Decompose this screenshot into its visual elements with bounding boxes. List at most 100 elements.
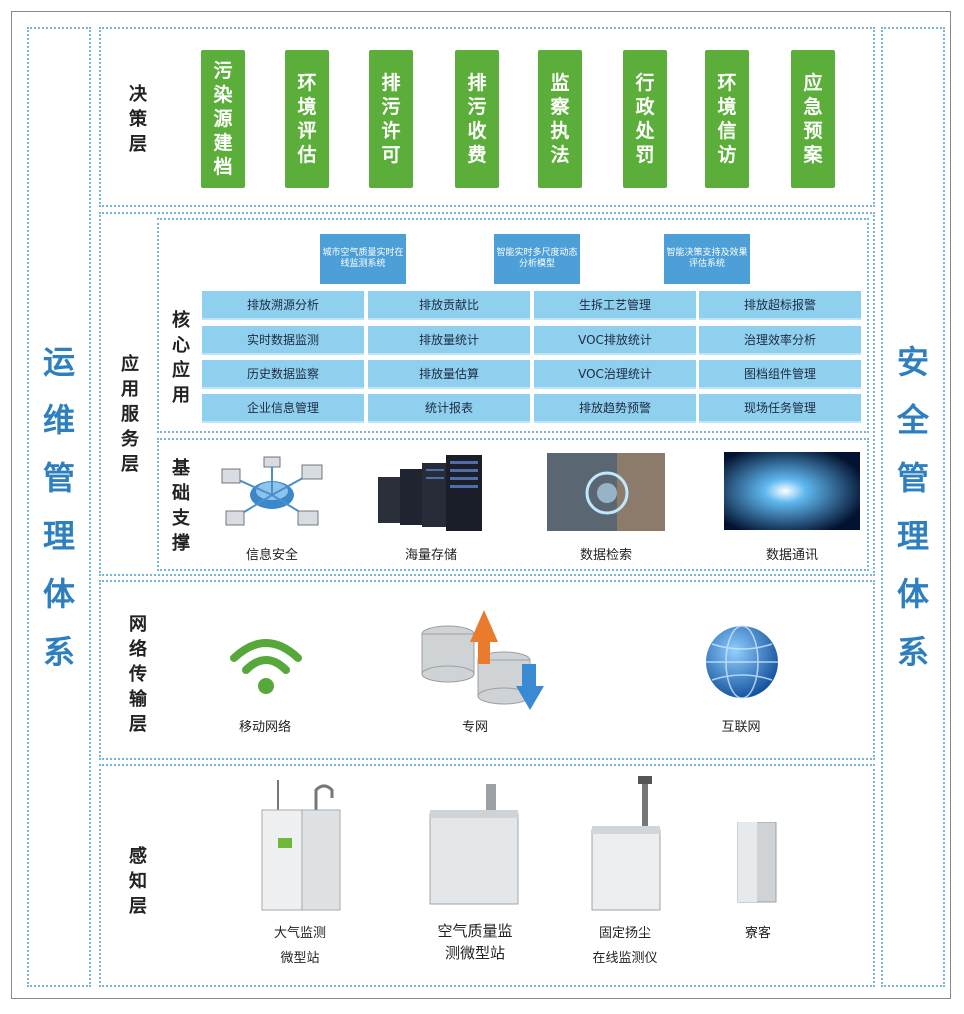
base-support-label: 基础支撑: [166, 456, 196, 556]
mass-storage-icon: [378, 455, 482, 531]
core-app-cell[interactable]: 生拆工艺管理: [534, 291, 696, 320]
sense-caption-air-quality-line2: 测微型站: [444, 944, 505, 962]
decision-button-3[interactable]: 排污许可: [369, 50, 413, 188]
base-label-char: 础: [172, 483, 190, 504]
decision-button-char: 法: [550, 144, 570, 166]
cabinet-device-icon: [737, 822, 777, 903]
right-side-box: [881, 27, 945, 987]
app-label-char: 务: [121, 429, 139, 450]
network-label-char: 输: [129, 689, 147, 710]
core-app-cell[interactable]: 排放贡献比: [368, 291, 530, 320]
core-app-cell[interactable]: 统计报表: [368, 394, 530, 423]
core-app-box: [157, 218, 869, 433]
side-right-char: 全: [896, 401, 929, 439]
core-app-cell[interactable]: 历史数据监察: [202, 360, 364, 389]
wifi-icon: [230, 639, 302, 694]
side-left-char: 体: [42, 575, 75, 613]
decision-button-char: 建: [213, 132, 233, 154]
app-label-char: 应: [121, 354, 139, 375]
sense-caption-micro-station-line1: 大气监测: [273, 926, 326, 941]
data-retrieval-icon: [547, 453, 665, 531]
network-caption-private: 专网: [461, 720, 488, 735]
sense-label-char: 知: [129, 871, 147, 892]
decision-button-2[interactable]: 环境评估: [285, 50, 329, 188]
core-app-cell[interactable]: VOC排放统计: [534, 326, 696, 355]
decision-button-8[interactable]: 应急预案: [791, 50, 835, 188]
core-label-char: 应: [172, 360, 190, 381]
left-side-title: 运维管理体系: [27, 333, 91, 681]
core-app-cell[interactable]: 治理效率分析: [699, 326, 861, 355]
base-caption-data-retrieval: 数据检索: [579, 548, 632, 563]
sense-layer-box: [99, 764, 875, 987]
core-label-char: 心: [172, 335, 190, 356]
sense-label-char: 感: [129, 846, 147, 867]
side-right-char: 系: [896, 633, 929, 671]
decision-button-char: 许: [381, 120, 401, 142]
side-right-char: 安: [896, 343, 929, 381]
core-app-cell[interactable]: 排放趋势预警: [534, 394, 696, 423]
network-caption-mobile: 移动网络: [238, 720, 291, 735]
core-app-cell[interactable]: 排放超标报警: [699, 291, 861, 320]
decision-button-char: 费: [467, 144, 487, 166]
network-label-char: 络: [129, 639, 147, 660]
network-layer-box: [99, 580, 875, 760]
decision-button-char: 污: [213, 60, 233, 82]
decision-button-char: 排: [467, 72, 487, 94]
side-right-char: 体: [896, 575, 929, 613]
core-app-cell[interactable]: 企业信息管理: [202, 394, 364, 423]
decision-button-char: 预: [803, 120, 823, 142]
app-layer-box: [99, 212, 875, 576]
decision-button-7[interactable]: 环境信访: [705, 50, 749, 188]
decision-button-char: 环: [717, 72, 737, 94]
sense-label-char: 层: [129, 896, 147, 917]
right-side-title: 安全管理体系: [881, 333, 945, 681]
core-label-char: 核: [172, 310, 190, 331]
decision-button-char: 应: [803, 72, 823, 94]
core-label-char: 用: [172, 385, 190, 406]
decision-button-char: 政: [635, 96, 655, 118]
side-right-char: 管: [896, 459, 929, 497]
decision-button-char: 信: [717, 120, 737, 142]
core-app-cell[interactable]: 排放量统计: [368, 326, 530, 355]
base-label-char: 支: [172, 508, 190, 529]
base-label-char: 基: [172, 458, 190, 479]
decision-button-char: 境: [717, 96, 737, 118]
decision-button-5[interactable]: 监察执法: [538, 50, 582, 188]
note-decision-system: 智能决策支持及效果评估系统: [664, 234, 750, 284]
decision-button-4[interactable]: 排污收费: [455, 50, 499, 188]
core-app-cell[interactable]: 图档组件管理: [699, 360, 861, 389]
core-app-cell[interactable]: VOC治理统计: [534, 360, 696, 389]
network-label-char: 网: [129, 614, 147, 635]
app-layer-label: 应用服务层: [110, 352, 150, 477]
network-caption-internet: 互联网: [721, 720, 761, 735]
decision-button-char: 估: [297, 144, 317, 166]
info-security-icon: [221, 456, 323, 526]
data-communication-icon: [724, 452, 860, 530]
core-app-cell[interactable]: 现场任务管理: [699, 394, 861, 423]
decision-button-char: 可: [381, 144, 401, 166]
decision-button-char: 源: [213, 108, 233, 130]
decision-button-1[interactable]: 污染源建档: [201, 50, 245, 188]
decision-button-char: 察: [550, 96, 570, 118]
core-app-cell[interactable]: 排放量估算: [368, 360, 530, 389]
base-caption-data-communication: 数据通讯: [765, 548, 818, 563]
network-label-char: 层: [129, 714, 147, 735]
decision-button-char: 处: [635, 120, 655, 142]
base-caption-info-security: 信息安全: [245, 548, 298, 563]
decision-button-6[interactable]: 行政处罚: [623, 50, 667, 188]
sense-caption-dust-monitor-line2: 在线监测仪: [592, 951, 658, 966]
core-app-cell[interactable]: 实时数据监测: [202, 326, 364, 355]
core-app-cell[interactable]: 排放溯源分析: [202, 291, 364, 320]
decision-button-char: 执: [550, 120, 570, 142]
decision-layer-label: 决策层: [118, 82, 158, 157]
network-layer-label: 网络传输层: [118, 612, 158, 737]
decision-button-char: 行: [635, 72, 655, 94]
sense-caption-micro-station-line2: 微型站: [280, 951, 320, 966]
dust-monitor-device-icon: [591, 776, 661, 911]
side-left-char: 系: [42, 633, 75, 671]
air-quality-micro-station-icon: [429, 784, 519, 905]
decision-layer-box: [99, 27, 875, 207]
base-caption-mass-storage: 海量存储: [404, 548, 457, 563]
decision-button-char: 收: [467, 120, 487, 142]
decision-button-char: 排: [381, 72, 401, 94]
